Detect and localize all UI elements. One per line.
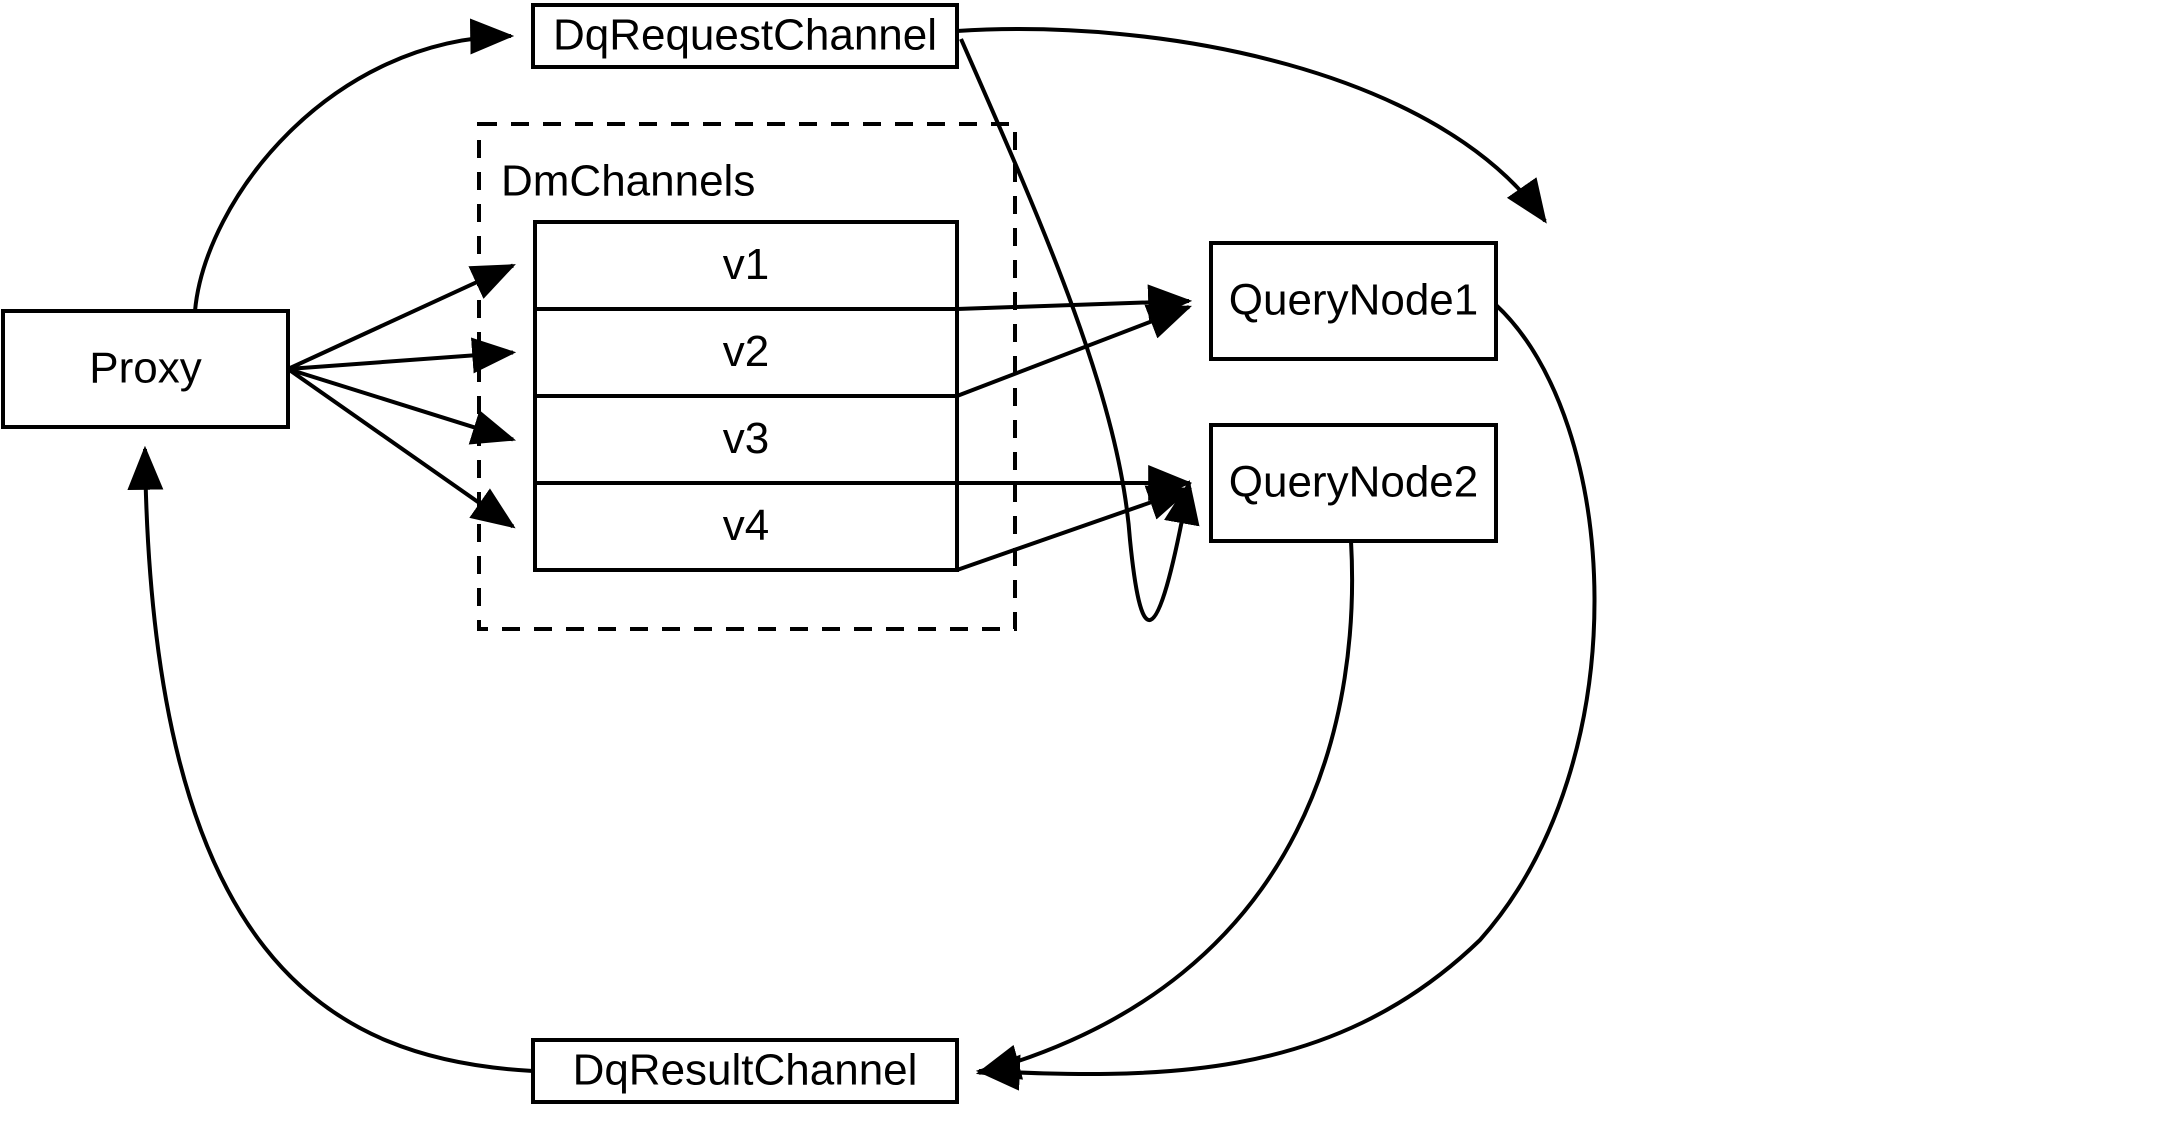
edge-proxy-to-v3: [287, 367, 517, 445]
dmchannels-group-box: [477, 122, 1017, 631]
querynode1-label: QueryNode1: [1229, 276, 1478, 325]
dmchannels-group-label: DmChannels: [501, 157, 755, 206]
node-dqrequestchannel[interactable]: DqRequestChannel: [531, 3, 959, 69]
edge-proxy-to-v4: [286, 367, 516, 529]
dqresultchannel-box[interactable]: [531, 1038, 959, 1104]
channel-item-v4[interactable]: v4: [723, 501, 769, 550]
edge-v1-to-querynode1: [956, 284, 1193, 321]
edge-v2-to-querynode1: [956, 304, 1192, 398]
querynode1-box[interactable]: [1209, 241, 1498, 361]
proxy-label: Proxy: [89, 344, 201, 393]
edge-proxy-to-dqrequestchannel: [193, 18, 515, 312]
proxy-box[interactable]: [1, 309, 290, 429]
edge-dqrequestchannel-to-querynode1: [956, 27, 1547, 224]
dqrequestchannel-label: DqRequestChannel: [553, 11, 937, 60]
edge-querynode1-to-dqresultchannel: [975, 303, 1597, 1091]
dqresultchannel-label: DqResultChannel: [573, 1046, 918, 1095]
node-dqresultchannel[interactable]: DqResultChannel: [531, 1038, 959, 1104]
dqrequestchannel-box[interactable]: [531, 3, 959, 69]
node-querynode1[interactable]: QueryNode1: [1209, 241, 1498, 361]
edge-proxy-to-v2: [287, 337, 517, 374]
channel-stack: v1 v2 v3 v4: [533, 220, 959, 572]
edge-v4-to-querynode2: [956, 485, 1193, 572]
channel-item-v2[interactable]: v2: [723, 327, 769, 376]
querynode2-label: QueryNode2: [1229, 458, 1478, 507]
edge-dqrequestchannel-to-querynode2: [959, 38, 1200, 623]
edge-dqresultchannel-to-proxy: [127, 445, 534, 1073]
edge-querynode2-to-dqresultchannel: [975, 540, 1355, 1080]
edge-proxy-to-v1: [287, 263, 516, 371]
channel-item-v3[interactable]: v3: [723, 414, 769, 463]
querynode2-box[interactable]: [1209, 423, 1498, 543]
node-proxy[interactable]: Proxy: [1, 309, 290, 429]
channel-item-v1[interactable]: v1: [723, 240, 769, 289]
node-querynode2[interactable]: QueryNode2: [1209, 423, 1498, 543]
